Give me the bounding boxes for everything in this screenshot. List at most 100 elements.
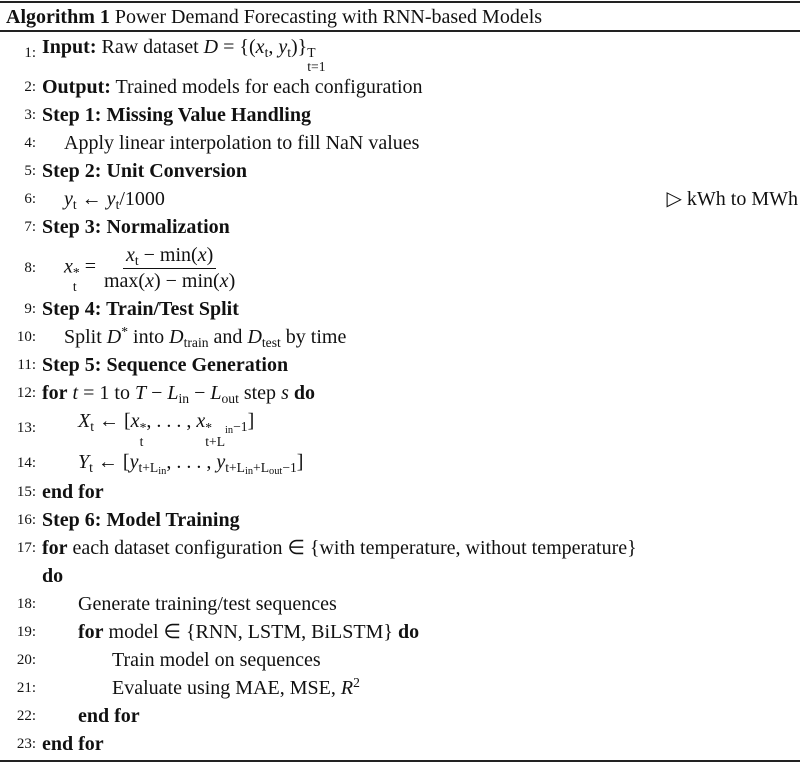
math-symbol: y bbox=[278, 35, 288, 58]
text: − bbox=[189, 382, 211, 405]
algorithm-line: 21: Evaluate using MAE, MSE, R2 bbox=[0, 674, 800, 702]
math-symbol: T bbox=[134, 382, 147, 405]
text: ) bbox=[206, 244, 214, 267]
subscript: in bbox=[225, 425, 234, 437]
superscript: * bbox=[121, 324, 129, 340]
line-content: Split D* into Dtrain and Dtest by time bbox=[64, 323, 346, 351]
keyword-text: Step 3: Normalization bbox=[42, 216, 230, 239]
math-symbol: L bbox=[210, 382, 222, 405]
math-symbol: y bbox=[64, 188, 73, 211]
math-symbol: x bbox=[196, 410, 206, 433]
subscript: t bbox=[89, 460, 93, 476]
text: max( bbox=[103, 269, 146, 292]
math-symbol: Y bbox=[78, 451, 90, 474]
math-symbol: x bbox=[255, 35, 265, 58]
keyword-text: for bbox=[78, 621, 104, 644]
line-number: 5: bbox=[24, 163, 36, 180]
algorithm-line: 17: for each dataset configuration ∈ {wit… bbox=[0, 534, 800, 562]
subscript: t bbox=[264, 44, 269, 60]
text: /1000 bbox=[119, 188, 165, 211]
algorithm-line: 16: Step 6: Model Training bbox=[0, 506, 800, 534]
math-symbol: D bbox=[169, 326, 184, 349]
line-number: 23: bbox=[16, 736, 36, 753]
line-content: end for bbox=[42, 478, 104, 506]
math-symbol: t bbox=[72, 382, 79, 405]
text: Generate training/test sequences bbox=[78, 593, 337, 616]
line-number: 9: bbox=[24, 301, 36, 318]
keyword-text: do bbox=[293, 382, 315, 405]
subscript: t bbox=[90, 419, 94, 435]
algorithm-line: 2:Output: Trained models for each config… bbox=[0, 73, 800, 101]
line-number: 14: bbox=[16, 455, 36, 472]
text: ← [ bbox=[94, 410, 131, 433]
superscript: * bbox=[205, 420, 213, 436]
line-number: 18: bbox=[16, 596, 36, 613]
line-number: 21: bbox=[16, 680, 36, 697]
subscript: out bbox=[221, 391, 239, 407]
math-symbol: x bbox=[64, 255, 73, 278]
line-number: 16: bbox=[16, 512, 36, 529]
line-number: 10: bbox=[16, 329, 36, 346]
subscript: t bbox=[287, 44, 292, 60]
algorithm-line: 4: Apply linear interpolation to fill NaN… bbox=[0, 129, 800, 157]
text: Apply linear interpolation to fill NaN v… bbox=[64, 132, 420, 155]
line-number: 20: bbox=[16, 652, 36, 669]
top-rule bbox=[0, 1, 800, 3]
math-symbol: D bbox=[106, 326, 122, 349]
numerator: xt − min(x) bbox=[122, 243, 217, 269]
line-content: for each dataset configuration ∈ {with t… bbox=[42, 534, 637, 562]
subscript: in bbox=[178, 391, 190, 407]
math-symbol: y bbox=[129, 451, 139, 474]
subscript: −1 bbox=[233, 419, 248, 435]
text: ] bbox=[247, 410, 255, 433]
keyword-text: do bbox=[42, 565, 64, 588]
keyword-text: Step 4: Train/Test Split bbox=[42, 298, 239, 321]
line-number: 13: bbox=[16, 419, 36, 436]
keyword-text: Step 5: Sequence Generation bbox=[42, 354, 289, 377]
line-number: 4: bbox=[24, 135, 36, 152]
text: and bbox=[208, 326, 248, 349]
algorithm-line: 7: Step 3: Normalization bbox=[0, 213, 800, 241]
line-number: 7: bbox=[24, 219, 36, 236]
subscript: t+L bbox=[225, 460, 245, 476]
sub-sup: *t bbox=[140, 421, 147, 448]
keyword-text: end for bbox=[42, 481, 104, 504]
algorithm-line: do bbox=[0, 562, 800, 590]
keyword-text: Step 2: Unit Conversion bbox=[42, 160, 248, 183]
line-content: Step 4: Train/Test Split bbox=[42, 295, 239, 323]
math-symbol: D bbox=[203, 35, 219, 58]
denominator: max(x) − min(x) bbox=[104, 269, 235, 293]
keyword-text: Input: bbox=[42, 35, 97, 58]
line-number: 6: bbox=[24, 191, 36, 208]
keyword-text: end for bbox=[78, 705, 140, 728]
subscript: in bbox=[244, 466, 254, 478]
algorithm-caption: Algorithm 1 Power Demand Forecasting wit… bbox=[0, 3, 800, 30]
algorithm-line: 8:x*t = xt − min(x)max(x) − min(x) bbox=[0, 241, 800, 295]
line-content: end for bbox=[42, 730, 104, 758]
subscript: in bbox=[158, 466, 167, 478]
sub-sup: *t bbox=[73, 266, 80, 293]
line-number: 2: bbox=[24, 79, 36, 96]
subscript: t+L bbox=[138, 460, 159, 476]
text: ) − min( bbox=[153, 269, 220, 292]
line-content: Evaluate using MAE, MSE, R2 bbox=[112, 674, 360, 702]
text: model ∈ {RNN, LSTM, BiLSTM} bbox=[103, 621, 398, 644]
algorithm-line: 19:for model ∈ {RNN, LSTM, BiLSTM} do bbox=[0, 618, 800, 646]
line-content: for t = 1 to T − Lin − Lout step s do bbox=[42, 379, 315, 407]
bottom-rule bbox=[0, 760, 800, 762]
line-content: Apply linear interpolation to fill NaN v… bbox=[64, 129, 419, 157]
sub-sup: *t+L bbox=[205, 421, 225, 448]
line-content: Step 5: Sequence Generation bbox=[42, 351, 288, 379]
line-number: 17: bbox=[16, 540, 36, 557]
superscript: T bbox=[307, 45, 316, 61]
line-content: Step 3: Normalization bbox=[42, 213, 230, 241]
math-symbol: y bbox=[216, 451, 226, 474]
algorithm-label: Algorithm 1 bbox=[6, 6, 110, 28]
subscript: train bbox=[183, 335, 209, 351]
algorithm-line: 6:yt ← yt/1000▷ kWh to MWh bbox=[0, 185, 800, 213]
line-content: Step 6: Model Training bbox=[42, 506, 240, 534]
line-content: do bbox=[42, 562, 63, 590]
